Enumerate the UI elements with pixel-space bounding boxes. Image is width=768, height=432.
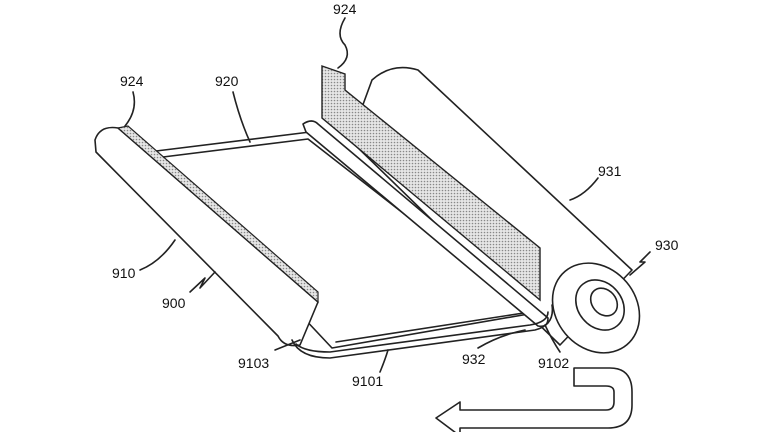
label-920: 920 (215, 73, 239, 89)
shaded-sheet-top (321, 65, 541, 302)
direction-arrow (435, 367, 633, 432)
label-932: 932 (462, 351, 486, 367)
label-900: 900 (162, 295, 186, 311)
label-924-top: 924 (333, 1, 357, 17)
rod (302, 120, 549, 328)
bottom-fold (295, 311, 549, 353)
label-9102: 9102 (538, 355, 569, 371)
leader-lines (124, 17, 651, 373)
label-9103: 9103 (238, 355, 269, 371)
label-9101: 9101 (352, 373, 383, 389)
right-roller (349, 66, 641, 354)
label-910: 910 (112, 265, 136, 281)
label-931: 931 (598, 163, 622, 179)
label-930: 930 (655, 237, 679, 253)
label-924-left: 924 (120, 73, 144, 89)
